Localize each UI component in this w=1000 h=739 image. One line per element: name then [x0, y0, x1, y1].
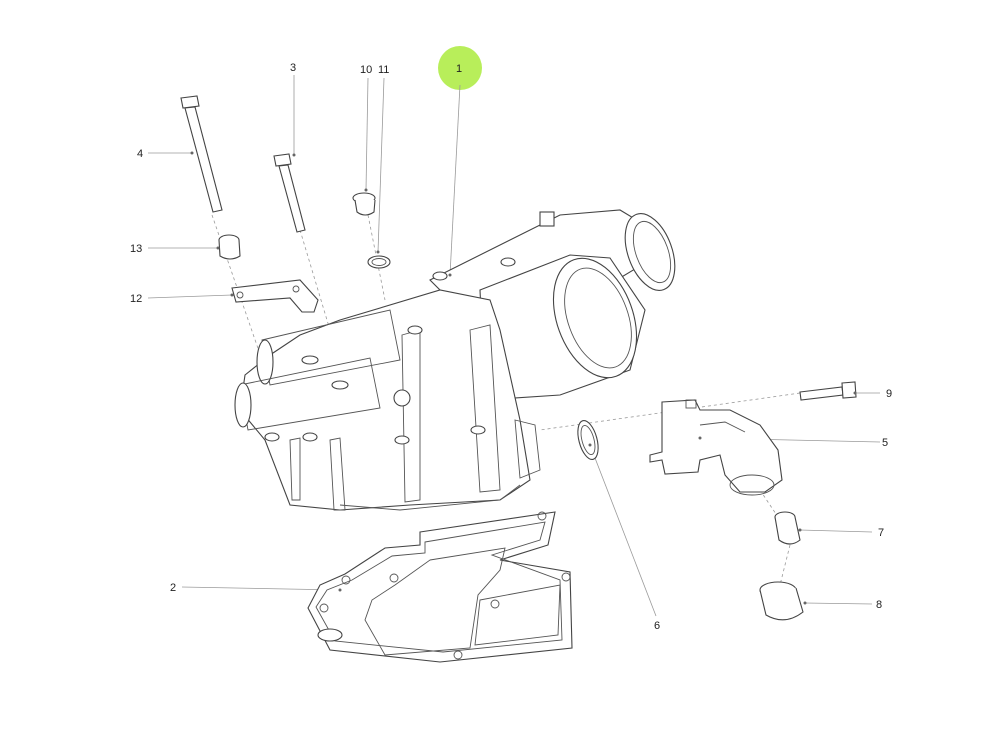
- callout-4[interactable]: 4: [137, 148, 143, 160]
- callout-7[interactable]: 7: [878, 527, 884, 539]
- callout-1-highlight[interactable]: [438, 46, 482, 90]
- part-2-gasket[interactable]: [307, 511, 573, 663]
- callout-10[interactable]: 10: [360, 64, 372, 76]
- part-4-long-bolt[interactable]: [180, 95, 223, 213]
- leader-lines: [147, 75, 881, 617]
- callout-11[interactable]: 11: [378, 64, 389, 76]
- part-8-hose-sleeve[interactable]: [759, 581, 804, 621]
- part-7-small-hose[interactable]: [774, 511, 801, 545]
- callout-5[interactable]: 5: [882, 437, 888, 449]
- part-10-sleeve[interactable]: [352, 192, 376, 216]
- leader-endpoints: [190, 151, 857, 605]
- callout-labels: 1 2 3 4 5 6 7 8 9 10 11 12 13: [130, 62, 892, 632]
- callout-8[interactable]: 8: [876, 599, 882, 611]
- callout-6[interactable]: 6: [654, 620, 660, 632]
- callout-1[interactable]: 1: [456, 63, 462, 75]
- part-12-bracket[interactable]: [231, 279, 319, 313]
- callout-13[interactable]: 13: [130, 243, 142, 255]
- part-9-screw[interactable]: [799, 381, 857, 401]
- callout-9[interactable]: 9: [886, 388, 892, 400]
- part-11-o-ring[interactable]: [367, 255, 391, 269]
- callout-3[interactable]: 3: [290, 62, 296, 74]
- callout-2[interactable]: 2: [170, 582, 176, 594]
- callout-12[interactable]: 12: [130, 293, 142, 305]
- part-13-spacer[interactable]: [218, 234, 241, 260]
- part-1-module-housing[interactable]: [234, 207, 684, 511]
- part-6-seal-ring[interactable]: [574, 418, 602, 461]
- part-5-elbow-connector[interactable]: [649, 399, 783, 496]
- part-3-bolt[interactable]: [273, 153, 306, 233]
